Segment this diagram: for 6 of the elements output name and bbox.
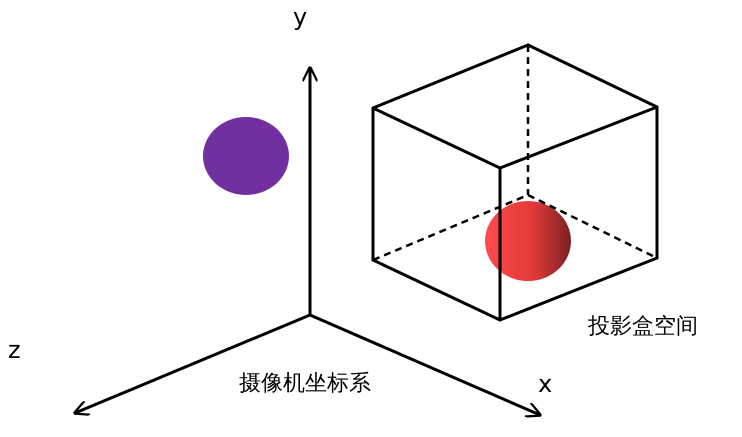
axis-label: y: [293, 5, 308, 29]
sphere: [203, 117, 289, 195]
coordinate-system-label: 摄像机坐标系: [239, 373, 371, 395]
space-label: 投影盒空间: [588, 316, 698, 338]
axis-label: x: [538, 372, 552, 396]
axis-label: z: [8, 338, 21, 362]
